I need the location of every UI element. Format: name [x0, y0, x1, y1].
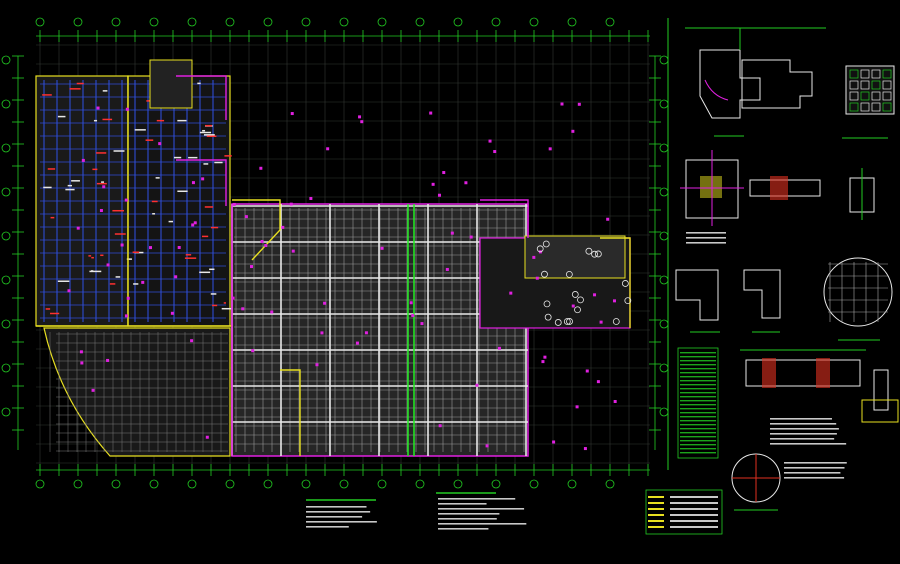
node-details-row1	[680, 150, 875, 226]
plan-markers	[67, 102, 632, 451]
rebar-left-zone	[40, 80, 234, 322]
wall-lines	[36, 75, 631, 456]
material-table	[645, 489, 723, 535]
node-details-row2	[675, 257, 893, 341]
plan-notes	[306, 492, 527, 530]
main-structural-floor-plan[interactable]	[35, 59, 632, 457]
panel-notes	[686, 232, 847, 479]
plan-zone-annex-top	[524, 235, 626, 279]
beam-section-detail	[740, 349, 899, 423]
pile-cap-detail	[731, 453, 781, 511]
axis-lines	[12, 30, 661, 476]
column-grid-detail	[842, 65, 895, 139]
rebar-schedule-table	[677, 347, 719, 459]
site-outline-detail	[685, 27, 826, 137]
circular-column-detail-icon	[823, 257, 893, 327]
axis-bubbles	[1, 17, 669, 489]
stair-block	[149, 59, 193, 109]
detail-drawings-panel[interactable]	[645, 18, 899, 535]
